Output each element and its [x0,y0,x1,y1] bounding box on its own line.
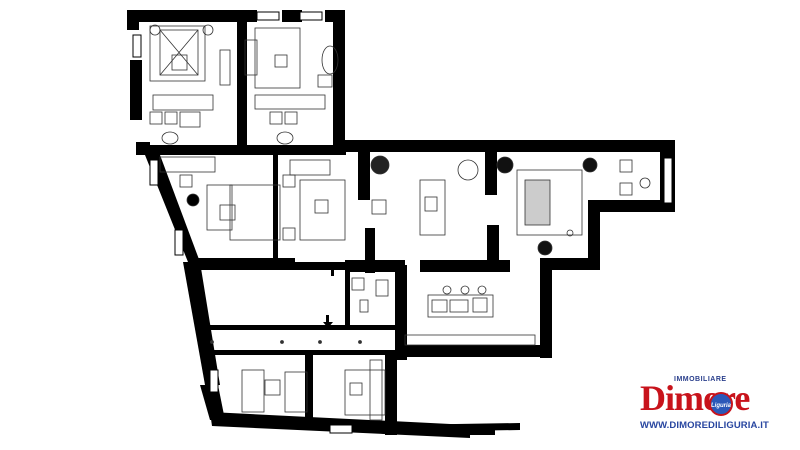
agency-logo: IMMOBILIARE Dimore Liguria WWW.DIMOREDIL… [638,372,798,438]
logo-brand: Dimore [640,378,750,418]
logo-subtitle: IMMOBILIARE [674,376,727,383]
logo-badge-text: Liguria [711,403,732,409]
windows [132,11,673,434]
outer-walls [127,10,675,438]
stair-arrows [323,264,338,328]
logo-badge-icon: Liguria [709,392,733,416]
furniture [149,24,651,421]
logo-url: WWW.DIMOREDILIGURIA.IT [640,420,769,431]
